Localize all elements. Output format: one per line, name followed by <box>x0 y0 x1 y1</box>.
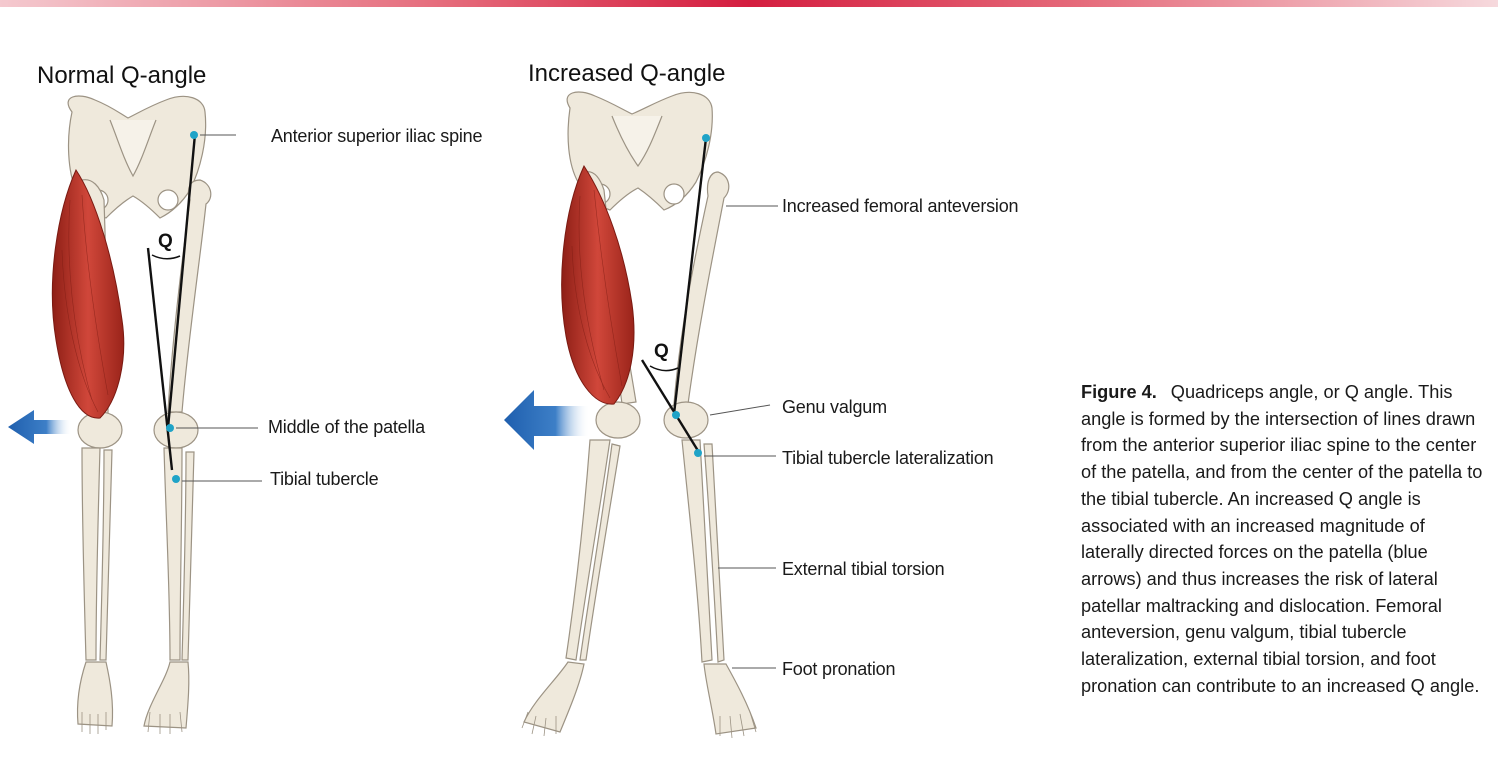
increased-asis-dot <box>702 134 710 142</box>
increased-patella-tubercle-line <box>640 359 702 455</box>
normal-lateral-force-arrow <box>8 410 72 444</box>
figure-caption: Figure 4.Quadriceps angle, or Q angle. T… <box>1081 379 1491 699</box>
increased-right-knee <box>595 401 641 439</box>
increased-lateral-force-arrow <box>504 390 590 450</box>
label-genu-valgum: Genu valgum <box>782 397 887 417</box>
normal-left-tibia <box>163 447 183 661</box>
label-middle-of-the-patella: Middle of the patella <box>268 417 425 437</box>
increased-left-foot <box>703 663 757 735</box>
label-tibial-tubercle: Tibial tubercle <box>270 469 379 489</box>
normal-left-femur <box>167 179 212 413</box>
increased-left-femur <box>673 171 730 405</box>
normal-quadriceps-muscle <box>51 168 125 419</box>
panel-title-increased: Increased Q-angle <box>528 60 726 87</box>
normal-left-knee <box>153 411 199 449</box>
normal-right-foot <box>76 661 114 727</box>
label-increased-femoral-anteversion: Increased femoral anteversion <box>782 196 1019 216</box>
increased-tubercle-dot <box>694 449 702 457</box>
figure-label: Figure 4. <box>1081 382 1157 402</box>
increased-q-symbol: Q <box>654 341 669 362</box>
increased-quadriceps-muscle <box>561 164 635 405</box>
normal-patella-line-extension <box>146 247 174 471</box>
label-tibial-tubercle-lateralization: Tibial tubercle lateralization <box>782 448 994 468</box>
header-accent-bar <box>0 0 1498 7</box>
increased-patella-dot <box>672 411 680 419</box>
normal-asis-dot <box>190 131 198 139</box>
increased-right-tibia <box>565 439 611 661</box>
normal-q-symbol: Q <box>158 231 173 252</box>
figure-caption-text: Quadriceps angle, or Q angle. This angle… <box>1081 382 1483 696</box>
panel-title-normal: Normal Q-angle <box>37 62 207 89</box>
increased-skeleton <box>523 91 757 735</box>
normal-asis-patella-line <box>166 133 197 429</box>
normal-left-foot <box>143 661 190 729</box>
label-foot-pronation: Foot pronation <box>782 659 896 679</box>
label-external-tibial-torsion: External tibial torsion <box>782 559 945 579</box>
anatomy-illustration: Q Q <box>8 91 778 739</box>
increased-valgum-leader <box>709 404 771 416</box>
increased-asis-patella-line <box>672 137 708 415</box>
normal-right-tibia <box>81 447 101 661</box>
label-anterior-superior-iliac-spine: Anterior superior iliac spine <box>271 126 483 146</box>
increased-right-foot <box>523 661 585 733</box>
normal-tubercle-dot <box>172 475 180 483</box>
increased-left-tibia <box>681 439 713 663</box>
normal-q-angle-arc <box>151 254 181 260</box>
increased-q-angle-arc <box>649 365 679 372</box>
normal-patella-dot <box>166 424 174 432</box>
